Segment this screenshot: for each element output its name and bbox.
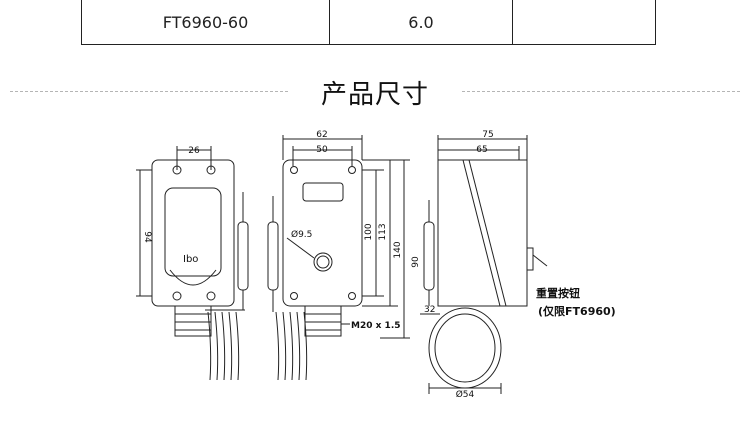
table-row: FT6960-60 6.0 bbox=[81, 0, 656, 45]
middle-view: 62 50 Ø9.5 100 113 140 bbox=[267, 130, 410, 381]
dim-113: 113 bbox=[378, 223, 388, 240]
dim-front-left: 94 bbox=[142, 231, 152, 243]
dim-100: 100 bbox=[364, 223, 374, 240]
callout-line1: 重置按钮 bbox=[536, 286, 580, 300]
dim-90: 90 bbox=[411, 256, 421, 268]
spec-table: FT6960-60 6.0 bbox=[81, 0, 656, 45]
dim-hole: Ø9.5 bbox=[291, 229, 312, 240]
thread-label: M20 x 1.5 bbox=[351, 321, 401, 331]
dim-front-top: 26 bbox=[188, 146, 200, 156]
dim-32: 32 bbox=[424, 305, 435, 315]
side-view: 75 65 90 32 Ø54 重置按钮 (仅限FT6960) bbox=[411, 130, 616, 400]
value-cell: 6.0 bbox=[329, 0, 513, 45]
section-title: 产品尺寸 bbox=[320, 80, 429, 110]
title-divider-right bbox=[462, 91, 740, 92]
dim-mid-inner: 50 bbox=[316, 145, 328, 155]
dim-side-inner: 65 bbox=[476, 145, 487, 155]
dim-54: Ø54 bbox=[456, 389, 475, 400]
front-label: Ibo bbox=[183, 254, 198, 265]
dim-mid-outer: 62 bbox=[316, 130, 327, 140]
title-divider-left bbox=[10, 91, 288, 92]
dim-side-outer: 75 bbox=[482, 130, 493, 140]
callout-line2: (仅限FT6960) bbox=[538, 304, 616, 318]
dim-140: 140 bbox=[393, 241, 403, 258]
extra-cell bbox=[512, 0, 656, 45]
front-view: 26 94 Ibo bbox=[136, 146, 249, 381]
model-cell: FT6960-60 bbox=[81, 0, 330, 45]
